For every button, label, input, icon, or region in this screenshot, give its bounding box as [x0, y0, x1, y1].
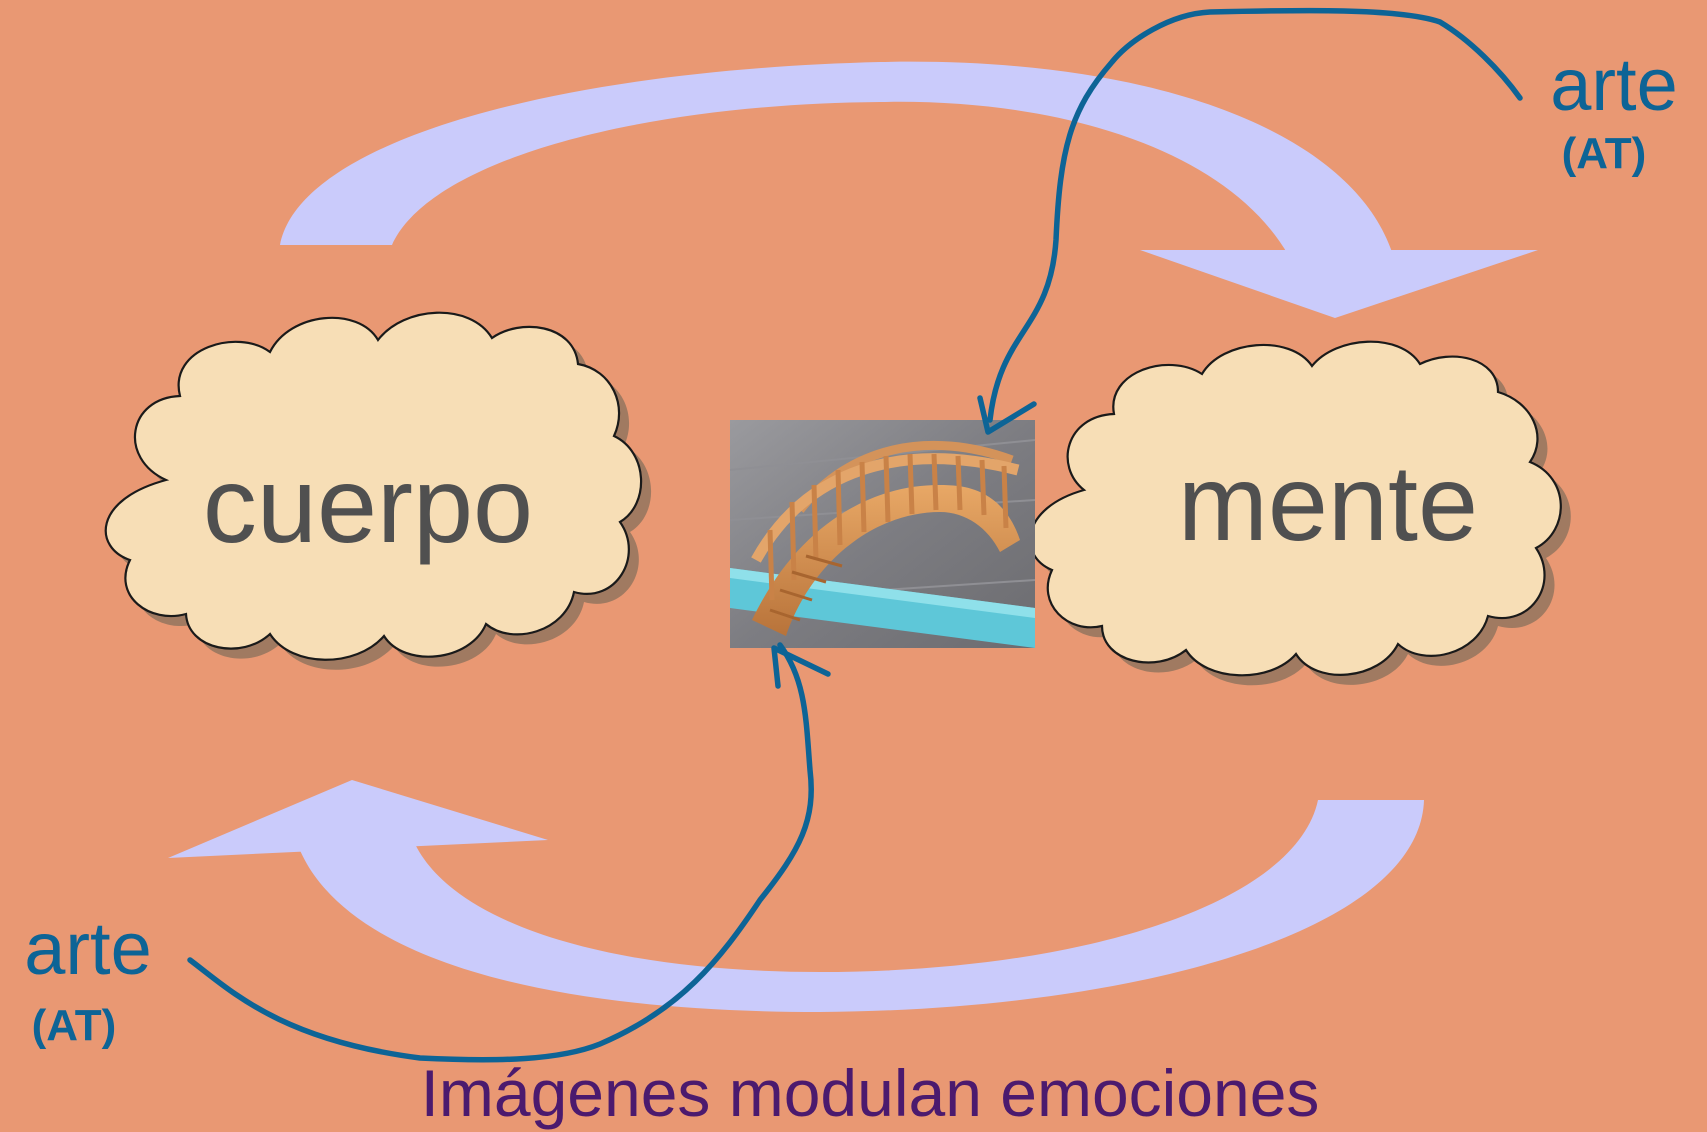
cycle-arrow-top: [280, 61, 1538, 318]
caption: Imágenes modulan emociones: [421, 1056, 1320, 1130]
cloud-mente: mente: [1029, 340, 1571, 686]
annotation-bottom-label: arte: [24, 907, 152, 990]
connector-bottom: [187, 642, 831, 1063]
cloud-cuerpo: cuerpo: [104, 311, 652, 670]
node-label-cuerpo: cuerpo: [203, 444, 533, 565]
connector-top: [977, 7, 1523, 435]
annotation-top-label: arte: [1550, 43, 1678, 126]
node-label-mente: mente: [1178, 442, 1478, 563]
cycle-arrow-bottom: [168, 780, 1424, 1012]
annotation-bottom-sublabel: (AT): [32, 1001, 117, 1050]
annotation-top-sublabel: (AT): [1562, 129, 1647, 178]
bridge-image: [729, 420, 1036, 648]
